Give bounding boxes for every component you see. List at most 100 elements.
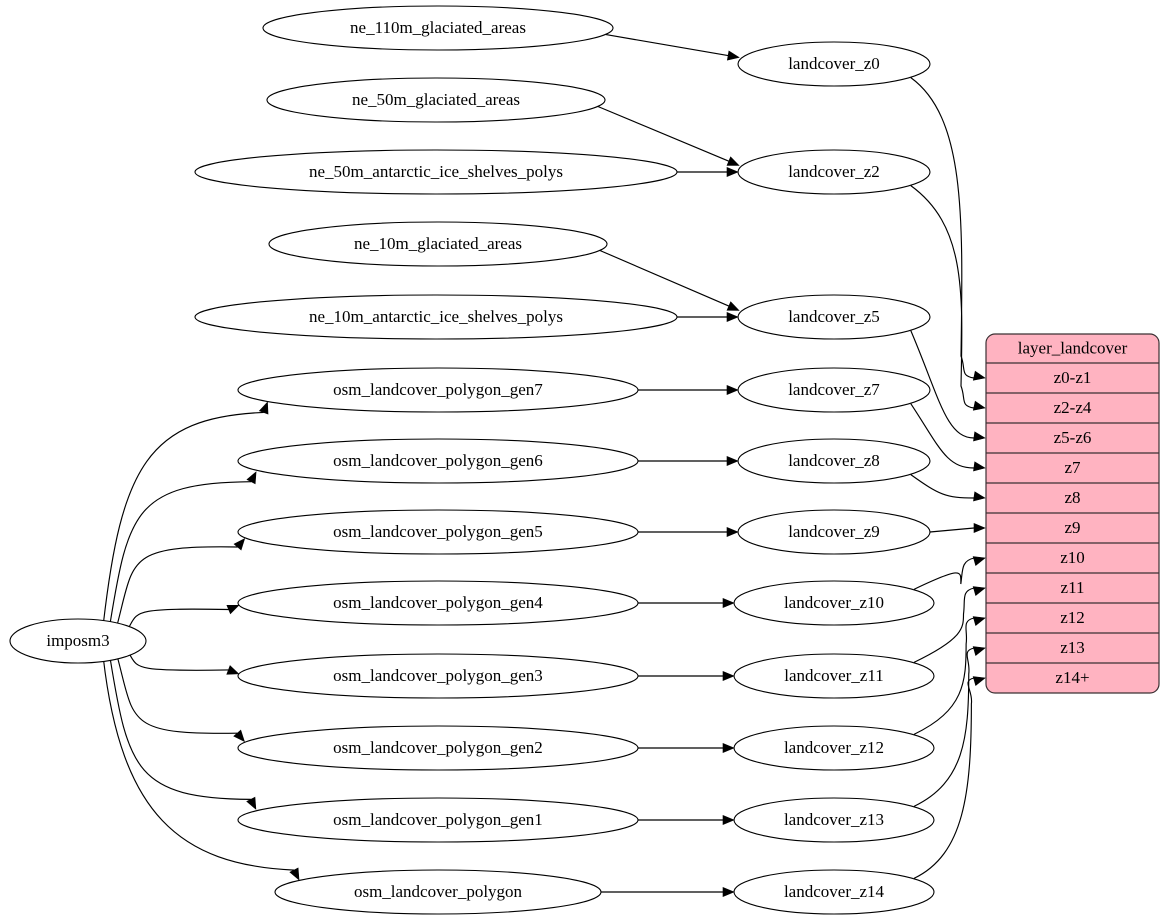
edge-arrowhead <box>722 886 735 898</box>
edge-arrowhead <box>972 646 986 656</box>
edge-arrowhead <box>973 491 986 502</box>
node-shape-osm_landcover_polygon_gen3[interactable] <box>237 653 639 699</box>
node-shape-osm_landcover_polygon_gen6[interactable] <box>237 438 639 484</box>
node-label-imposm3: imposm3 <box>46 631 109 650</box>
record-row-z10[interactable] <box>986 543 1159 573</box>
record-row-z13[interactable] <box>986 633 1159 663</box>
node-shape-ne_10m_glaciated_areas[interactable] <box>268 221 608 267</box>
node-label-landcover_z2: landcover_z2 <box>788 162 880 181</box>
node-landcover_z11: landcover_z11 <box>733 653 935 699</box>
node-shape-osm_landcover_polygon_gen4[interactable] <box>237 580 639 626</box>
edge-arrowhead <box>726 311 739 323</box>
node-shape-landcover_z7[interactable] <box>737 367 931 413</box>
node-ne_110m_glaciated_areas: ne_110m_glaciated_areas <box>262 5 614 51</box>
node-shape-landcover_z12[interactable] <box>733 725 935 771</box>
node-landcover_z13: landcover_z13 <box>733 797 935 843</box>
node-shape-landcover_z8[interactable] <box>737 438 931 484</box>
node-ne_50m_antarctic_ice_shelves_polys: ne_50m_antarctic_ice_shelves_polys <box>194 149 678 195</box>
edge-arrowhead <box>726 50 740 61</box>
edge-ne_50m_glaciated_areas-to-landcover_z2 <box>598 106 730 162</box>
node-label-osm_landcover_polygon_gen1: osm_landcover_polygon_gen1 <box>333 810 543 829</box>
record-row-z7[interactable] <box>986 453 1159 483</box>
edge-arrowhead <box>972 370 986 381</box>
node-shape-imposm3[interactable] <box>9 618 147 664</box>
edge-arrowhead <box>726 301 740 311</box>
record-row-z8[interactable] <box>986 483 1159 513</box>
edge-landcover_z12-to-z12 <box>913 617 975 735</box>
node-shape-ne_50m_glaciated_areas[interactable] <box>266 77 606 123</box>
node-label-osm_landcover_polygon_gen5: osm_landcover_polygon_gen5 <box>333 522 543 541</box>
node-shape-osm_landcover_polygon_gen7[interactable] <box>237 367 639 413</box>
node-shape-landcover_z0[interactable] <box>737 41 931 87</box>
node-shape-landcover_z2[interactable] <box>737 149 931 195</box>
edge-arrowhead <box>973 522 986 534</box>
edge-landcover_z2-to-z2-z4 <box>910 185 975 409</box>
node-label-osm_landcover_polygon_gen7: osm_landcover_polygon_gen7 <box>333 380 543 399</box>
edge-arrowhead <box>973 461 986 472</box>
record-row-label-z7: z7 <box>1064 458 1081 477</box>
node-label-landcover_z10: landcover_z10 <box>784 593 884 612</box>
edge-arrowhead <box>972 556 986 566</box>
edge-arrowhead <box>972 676 986 686</box>
record-row-z12[interactable] <box>986 603 1159 633</box>
edge-arrowhead <box>246 796 257 810</box>
node-landcover_z0: landcover_z0 <box>737 41 931 87</box>
edge-ne_110m_glaciated_areas-to-landcover_z0 <box>605 34 729 57</box>
edge-arrowhead <box>726 384 739 396</box>
node-label-landcover_z13: landcover_z13 <box>784 810 884 829</box>
edge-arrowhead <box>226 604 240 615</box>
record-row-label-z14+: z14+ <box>1055 668 1089 687</box>
node-imposm3: imposm3 <box>9 618 147 664</box>
node-label-landcover_z8: landcover_z8 <box>788 451 880 470</box>
node-shape-osm_landcover_polygon_gen1[interactable] <box>237 797 639 843</box>
record-row-z14+[interactable] <box>986 663 1159 693</box>
node-shape-landcover_z9[interactable] <box>737 509 931 555</box>
edge-landcover_z11-to-z11 <box>913 587 975 663</box>
node-landcover_z8: landcover_z8 <box>737 438 931 484</box>
edge-landcover_z0-to-z0-z1 <box>910 77 975 379</box>
node-shape-ne_110m_glaciated_areas[interactable] <box>262 5 614 51</box>
node-label-landcover_z14: landcover_z14 <box>784 882 885 901</box>
edge-landcover_z8-to-z8 <box>910 474 975 499</box>
edge-arrowhead <box>226 665 240 675</box>
node-shape-ne_50m_antarctic_ice_shelves_polys[interactable] <box>194 149 678 195</box>
edge-imposm3-to-osm_landcover_polygon_gen7 <box>102 411 264 624</box>
node-label-landcover_z12: landcover_z12 <box>784 738 884 757</box>
node-ne_10m_antarctic_ice_shelves_polys: ne_10m_antarctic_ice_shelves_polys <box>194 294 678 340</box>
node-shape-landcover_z14[interactable] <box>733 869 935 915</box>
node-label-ne_10m_glaciated_areas: ne_10m_glaciated_areas <box>354 234 522 253</box>
record-table-layer: layer_landcoverz0-z1z2-z4z5-z6z7z8z9z10z… <box>985 333 1160 694</box>
node-landcover_z7: landcover_z7 <box>737 367 931 413</box>
node-shape-ne_10m_antarctic_ice_shelves_polys[interactable] <box>194 294 678 340</box>
record-row-z11[interactable] <box>986 573 1159 603</box>
node-shape-landcover_z10[interactable] <box>733 580 935 626</box>
node-shape-osm_landcover_polygon_gen5[interactable] <box>237 509 639 555</box>
edge-arrowhead <box>972 586 986 596</box>
node-shape-landcover_z13[interactable] <box>733 797 935 843</box>
edge-arrowhead <box>972 616 986 626</box>
edge-imposm3-to-osm_landcover_polygon_gen2 <box>116 654 238 734</box>
node-landcover_z9: landcover_z9 <box>737 509 931 555</box>
node-shape-osm_landcover_polygon_gen2[interactable] <box>237 725 639 771</box>
edge-arrowhead <box>258 401 269 415</box>
edge-arrowhead <box>722 814 735 826</box>
record-row-label-z8: z8 <box>1064 488 1080 507</box>
record-row-z2-z4[interactable] <box>986 393 1159 423</box>
node-osm_landcover_polygon_gen4: osm_landcover_polygon_gen4 <box>237 580 639 626</box>
node-label-osm_landcover_polygon_gen3: osm_landcover_polygon_gen3 <box>333 666 543 685</box>
node-shape-landcover_z5[interactable] <box>737 294 931 340</box>
edge-landcover_z13-to-z13 <box>913 647 975 807</box>
edge-arrowhead <box>233 729 245 743</box>
record-header-label: layer_landcover <box>1018 338 1128 357</box>
record-row-label-z9: z9 <box>1064 518 1080 537</box>
node-osm_landcover_polygon_gen2: osm_landcover_polygon_gen2 <box>237 725 639 771</box>
node-ne_50m_glaciated_areas: ne_50m_glaciated_areas <box>266 77 606 123</box>
node-shape-osm_landcover_polygon[interactable] <box>274 869 602 915</box>
node-shape-landcover_z11[interactable] <box>733 653 935 699</box>
record-row-z0-z1[interactable] <box>986 363 1159 393</box>
node-osm_landcover_polygon_gen5: osm_landcover_polygon_gen5 <box>237 509 639 555</box>
record-row-z9[interactable] <box>986 513 1159 543</box>
nodes-layer: imposm3 ne_110m_glaciated_areas ne_50m_gla… <box>9 5 935 915</box>
record-row-z5-z6[interactable] <box>986 423 1159 453</box>
